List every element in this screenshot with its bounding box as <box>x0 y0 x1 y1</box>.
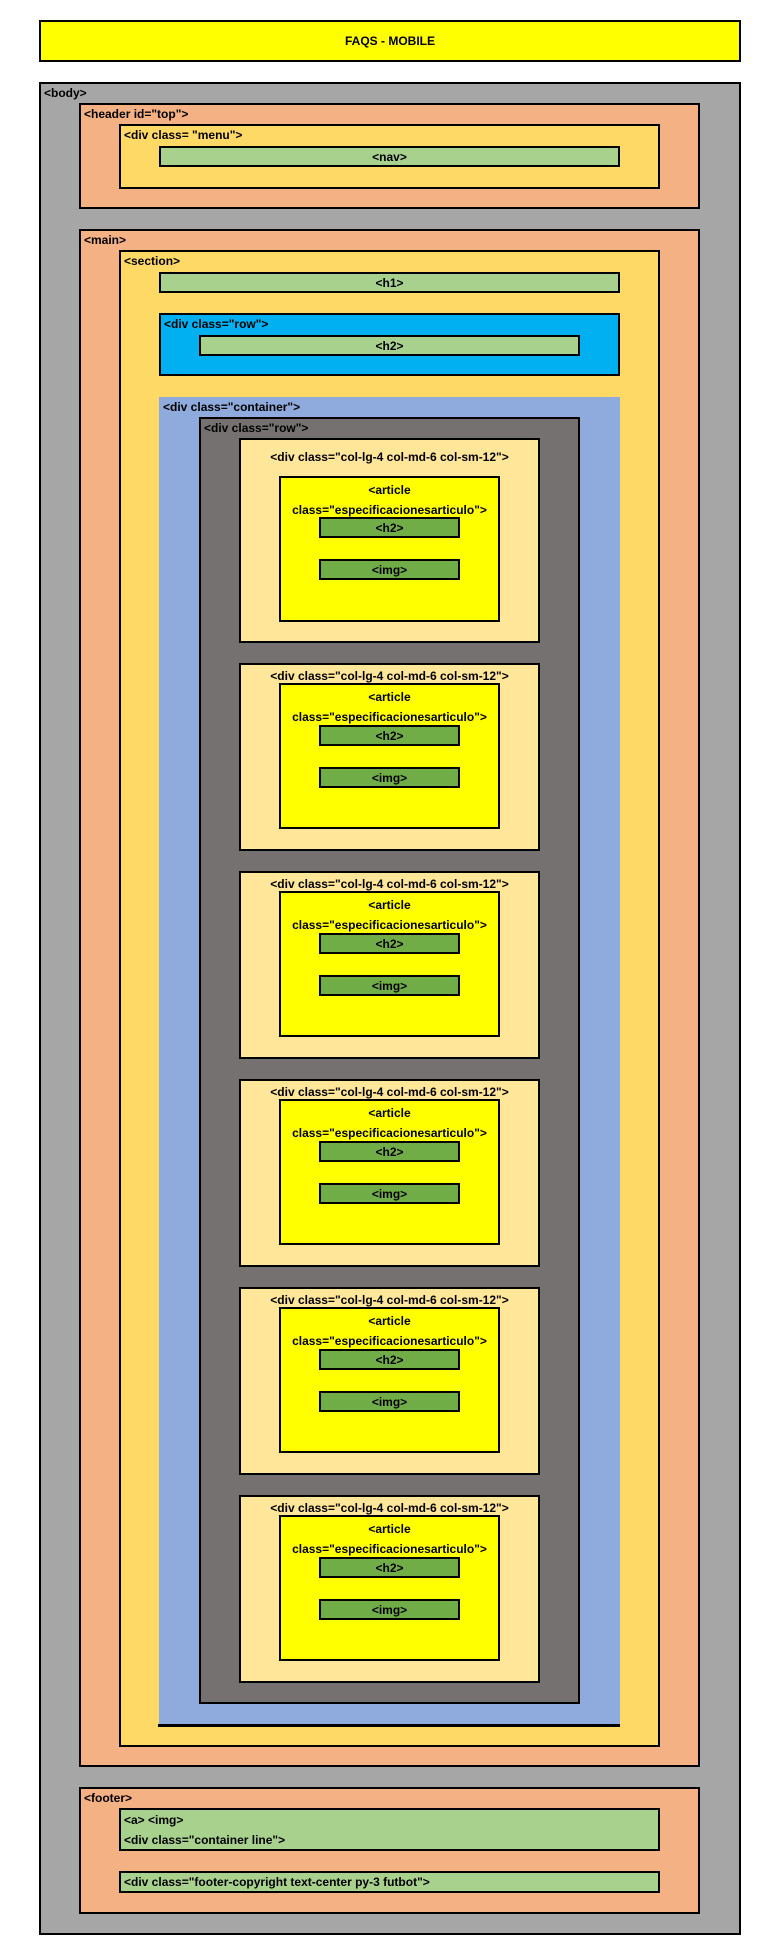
article-img-box: <img> <box>319 1599 460 1620</box>
h1-label: <h1> <box>375 275 404 290</box>
container-bottom-border <box>158 1724 620 1727</box>
nav-label: <nav> <box>372 149 407 164</box>
menu-label: <div class= "menu"> <box>124 128 243 142</box>
article-h2-label: <h2> <box>375 1352 404 1367</box>
article-label-line2: class="especificacionesarticulo"> <box>292 918 487 932</box>
column-label: <div class="col-lg-4 col-md-6 col-sm-12"… <box>270 877 509 891</box>
article-label-line2: class="especificacionesarticulo"> <box>292 1126 487 1140</box>
article-h2-label: <h2> <box>375 1560 404 1575</box>
section-label: <section> <box>124 254 181 268</box>
article-box: <article class="especificacionesarticulo… <box>279 1099 500 1245</box>
article-img-label: <img> <box>371 770 408 785</box>
article-label-line1: <article <box>368 898 411 912</box>
article-label-line1: <article <box>368 690 411 704</box>
article-img-label: <img> <box>371 562 408 577</box>
article-img-label: <img> <box>371 1186 408 1201</box>
inner-row-label: <div class="row"> <box>204 421 309 435</box>
article-h2-box: <h2> <box>319 1349 460 1370</box>
column-label: <div class="col-lg-4 col-md-6 col-sm-12"… <box>270 450 509 464</box>
article-box: <article class="especificacionesarticulo… <box>279 1515 500 1661</box>
diagram-title-text: FAQS - MOBILE <box>345 34 435 48</box>
article-h2-box: <h2> <box>319 1141 460 1162</box>
article-img-label: <img> <box>371 1602 408 1617</box>
h1-box: <h1> <box>159 272 620 293</box>
article-h2-box: <h2> <box>319 517 460 538</box>
footer-label: <footer> <box>84 1791 133 1805</box>
article-img-label: <img> <box>371 1394 408 1409</box>
article-label-line2: class="especificacionesarticulo"> <box>292 1542 487 1556</box>
footer-link-label: <a> <img> <box>124 1813 184 1827</box>
article-label-line2: class="especificacionesarticulo"> <box>292 710 487 724</box>
footer-container-line-label: <div class="container line"> <box>124 1833 286 1847</box>
main-label: <main> <box>84 233 127 247</box>
diagram-title: FAQS - MOBILE <box>39 20 741 62</box>
article-img-box: <img> <box>319 767 460 788</box>
article-label-line1: <article <box>368 1522 411 1536</box>
row-label: <div class="row"> <box>164 317 269 331</box>
article-h2-box: <h2> <box>319 1557 460 1578</box>
article-img-box: <img> <box>319 559 460 580</box>
article-h2-label: <h2> <box>375 1144 404 1159</box>
article-label-line1: <article <box>368 1314 411 1328</box>
column-label: <div class="col-lg-4 col-md-6 col-sm-12"… <box>270 669 509 683</box>
article-img-box: <img> <box>319 1183 460 1204</box>
column-label: <div class="col-lg-4 col-md-6 col-sm-12"… <box>270 1085 509 1099</box>
article-img-box: <img> <box>319 1391 460 1412</box>
article-label-line2: class="especificacionesarticulo"> <box>292 1334 487 1348</box>
article-box: <article class="especificacionesarticulo… <box>279 1307 500 1453</box>
article-label-line1: <article <box>368 483 411 497</box>
footer-copyright-box: <div class="footer-copyright text-center… <box>119 1871 660 1893</box>
article-box: <article class="especificacionesarticulo… <box>279 891 500 1037</box>
nav-box: <nav> <box>159 146 620 167</box>
row-h2-label: <h2> <box>375 338 404 353</box>
footer-link-box: <a> <img> <div class="container line"> <box>119 1808 660 1851</box>
article-h2-box: <h2> <box>319 933 460 954</box>
article-box: <article class="especificacionesarticulo… <box>279 476 500 622</box>
header-label: <header id="top"> <box>84 107 189 121</box>
article-img-box: <img> <box>319 975 460 996</box>
column-label: <div class="col-lg-4 col-md-6 col-sm-12"… <box>270 1501 509 1515</box>
container-label: <div class="container"> <box>163 400 301 414</box>
article-img-label: <img> <box>371 978 408 993</box>
row-h2-box: <h2> <box>199 335 580 356</box>
column-label: <div class="col-lg-4 col-md-6 col-sm-12"… <box>270 1293 509 1307</box>
footer-copyright-label: <div class="footer-copyright text-center… <box>124 1875 430 1889</box>
article-label-line2: class="especificacionesarticulo"> <box>292 503 487 517</box>
article-h2-label: <h2> <box>375 520 404 535</box>
article-h2-label: <h2> <box>375 728 404 743</box>
body-label: <body> <box>44 86 87 100</box>
article-box: <article class="especificacionesarticulo… <box>279 683 500 829</box>
article-h2-label: <h2> <box>375 936 404 951</box>
article-h2-box: <h2> <box>319 725 460 746</box>
article-label-line1: <article <box>368 1106 411 1120</box>
